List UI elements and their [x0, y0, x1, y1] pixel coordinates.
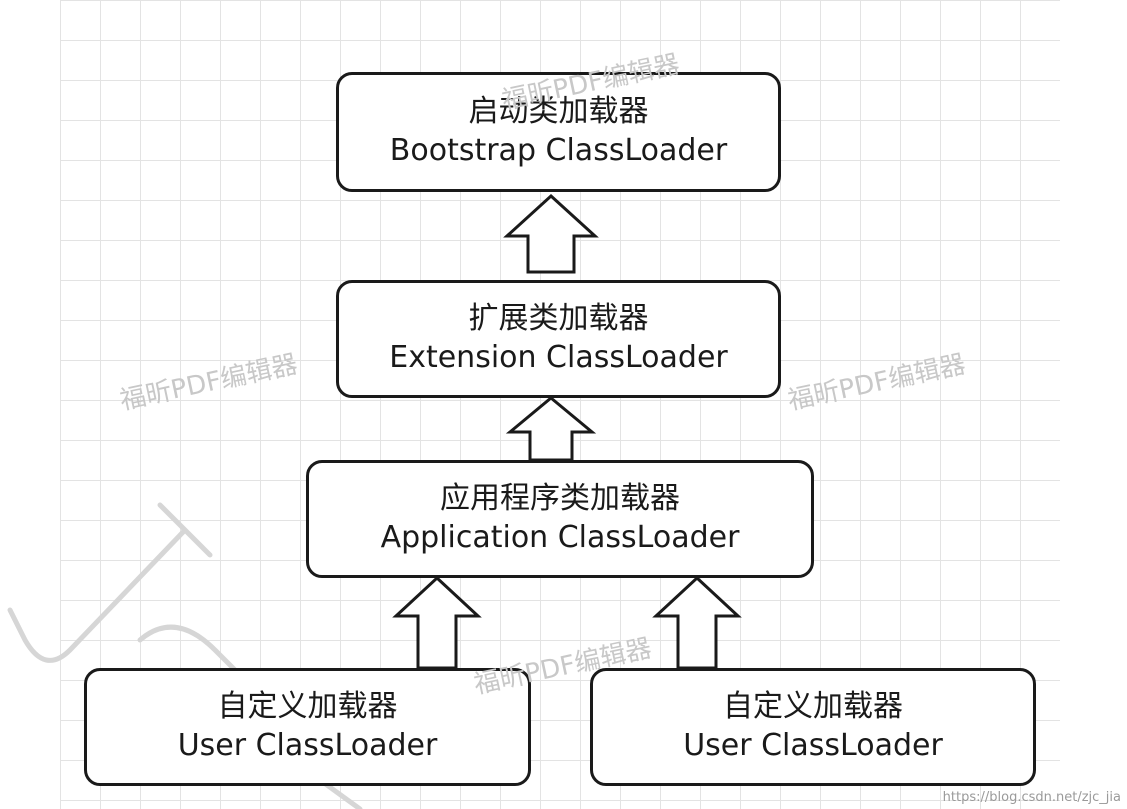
user-right-zh-label: 自定义加载器 — [723, 689, 903, 724]
user-left-en-label: User ClassLoader — [177, 728, 438, 763]
application-en-label: Application ClassLoader — [380, 520, 740, 555]
bootstrap-en-label: Bootstrap ClassLoader — [389, 133, 728, 168]
bootstrap-zh-label: 启动类加载器 — [468, 94, 649, 129]
extension-classloader-box: 扩展类加载器 Extension ClassLoader — [336, 280, 781, 398]
bootstrap-classloader-box: 启动类加载器 Bootstrap ClassLoader — [336, 72, 781, 192]
extension-zh-label: 扩展类加载器 — [468, 301, 649, 336]
application-classloader-box: 应用程序类加载器 Application ClassLoader — [306, 460, 814, 578]
arrow-up-user-left-to-app — [392, 575, 482, 670]
extension-en-label: Extension ClassLoader — [389, 340, 728, 375]
arrow-up-ext-to-bootstrap — [503, 193, 599, 274]
watermark-url: https://blog.csdn.net/zjc_jia — [942, 790, 1121, 805]
arrow-up-app-to-extension — [505, 396, 597, 462]
user-right-en-label: User ClassLoader — [683, 728, 943, 763]
application-zh-label: 应用程序类加载器 — [440, 481, 680, 516]
user-left-zh-label: 自定义加载器 — [217, 689, 398, 724]
user-classloader-right-box: 自定义加载器 User ClassLoader — [590, 668, 1036, 786]
user-classloader-left-box: 自定义加载器 User ClassLoader — [84, 668, 531, 786]
arrow-up-user-right-to-app — [652, 575, 742, 670]
